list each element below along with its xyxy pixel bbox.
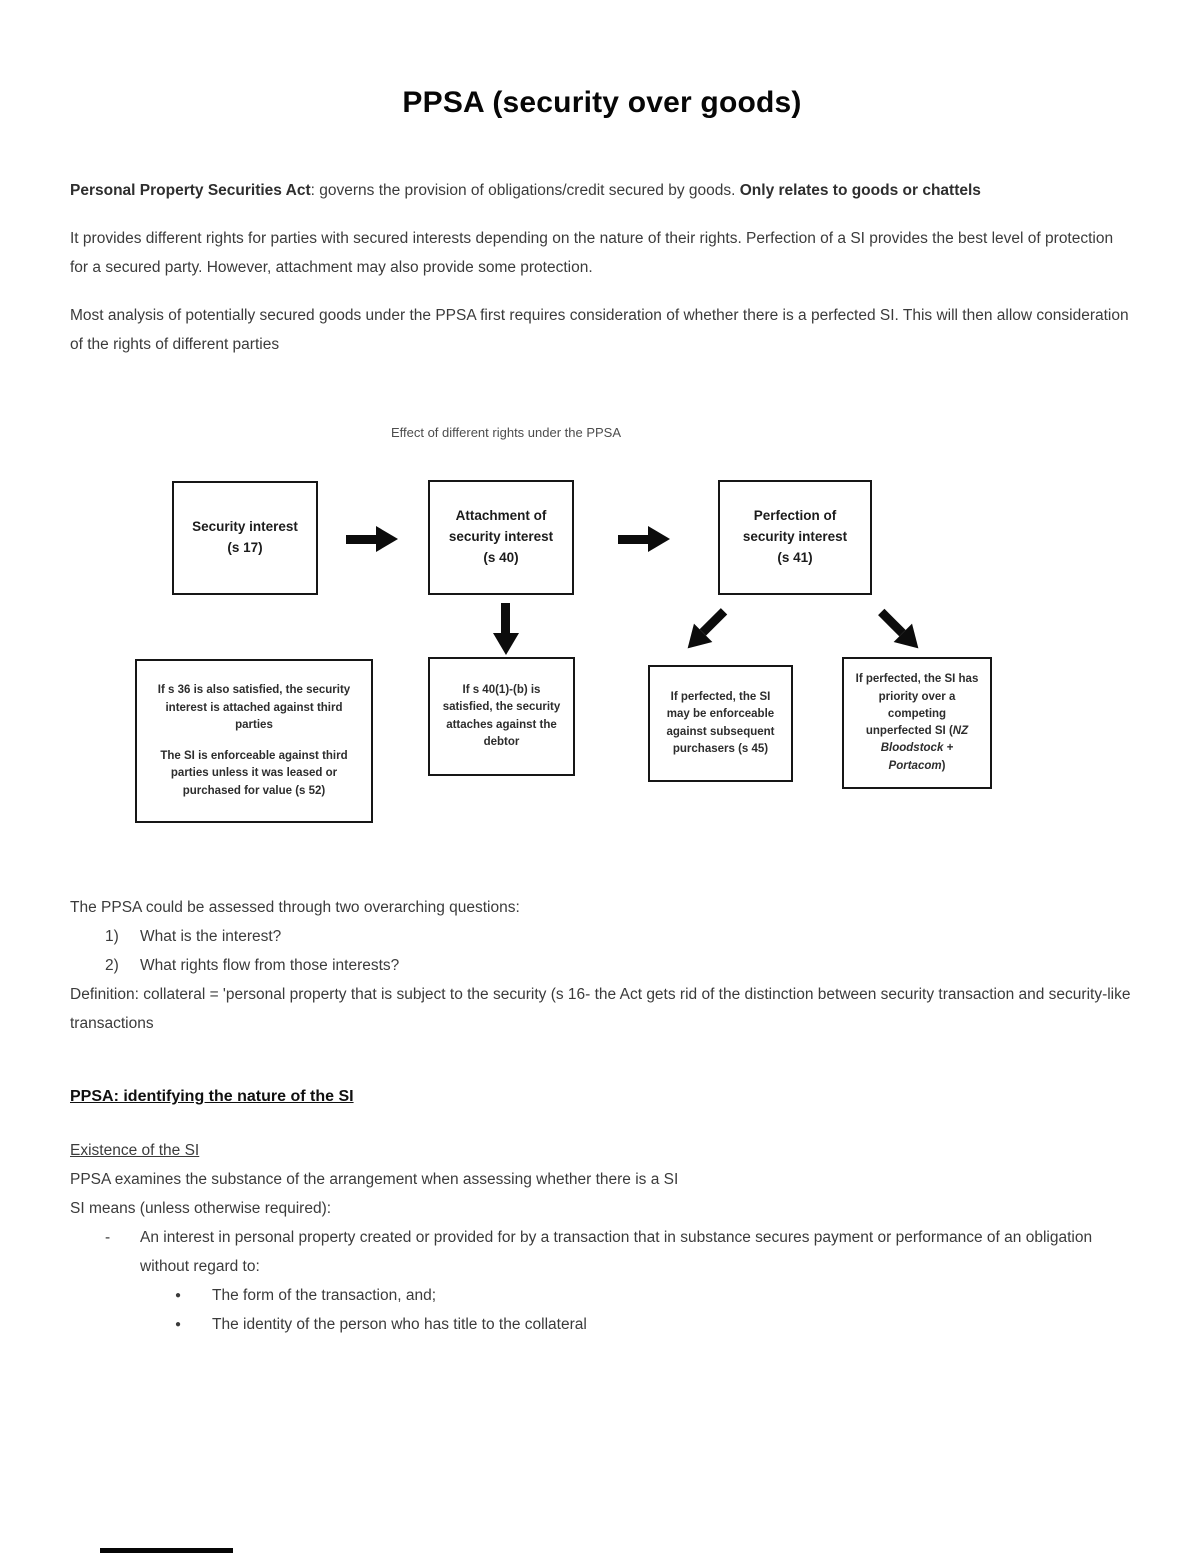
intro-paragraph-2: It provides different rights for parties… <box>70 230 1114 276</box>
question-2-number: 2) <box>105 957 119 974</box>
si-means-dash-item: - An interest in personal property creat… <box>70 1223 1134 1281</box>
si-means-bullet-1: ● The form of the transaction, and; <box>70 1281 1134 1310</box>
priority-case-names: NZ Bloodstock + Portacom <box>880 725 969 772</box>
bullet-icon: ● <box>175 1319 182 1330</box>
flowchart-box-attachment: Attachment of security interest (s 40) <box>428 480 574 595</box>
question-item-1: 1) What is the interest? <box>70 922 1134 951</box>
arrow-down-icon <box>493 603 519 655</box>
questions-intro: The PPSA could be assessed through two o… <box>70 899 520 916</box>
existence-body: PPSA examines the substance of the arran… <box>70 1171 679 1188</box>
flowchart-box-perfection: Perfection of security interest (s 41) <box>718 480 872 595</box>
priority-text-lead: If perfected, the SI has priority over a… <box>855 673 979 737</box>
arrow-down-left-icon <box>678 602 733 658</box>
bullet-2-text: The identity of the person who has title… <box>212 1316 587 1333</box>
arrow-shaft <box>501 603 511 633</box>
question-1-number: 1) <box>105 928 119 945</box>
priority-text-tail: ) <box>941 759 946 772</box>
arrow-down-right-icon <box>872 602 928 658</box>
intro-paragraph-1: Personal Property Securities Act: govern… <box>70 176 1134 205</box>
flowchart-box-s40: If s 40(1)-(b) is satisfied, the securit… <box>428 657 575 776</box>
bullet-1-text: The form of the transaction, and; <box>212 1287 437 1304</box>
flowchart-box-priority-text: If perfected, the SI has priority over a… <box>854 671 980 775</box>
arrow-head <box>376 526 398 552</box>
si-means-intro: SI means (unless otherwise required): <box>70 1200 332 1217</box>
flowchart-box-security-interest: Security interest (s 17) <box>172 481 318 595</box>
arrow-shaft <box>699 608 728 637</box>
arrow-shaft <box>346 534 376 544</box>
arrow-right-icon <box>618 526 670 552</box>
arrow-head <box>648 526 670 552</box>
intro-p1-bold-lead: Personal Property Securities Act <box>70 182 311 199</box>
intro-p1-body: : governs the provision of obligations/c… <box>310 182 740 199</box>
flowchart-box-priority: If perfected, the SI has priority over a… <box>842 657 992 789</box>
arrow-shaft <box>618 534 648 544</box>
dash-item-text: An interest in personal property created… <box>140 1229 1093 1275</box>
dash-marker: - <box>105 1229 111 1246</box>
question-item-2: 2) What rights flow from those interests… <box>70 951 1134 980</box>
next-section-cutoff-bar <box>100 1548 233 1553</box>
arrow-head <box>493 633 519 655</box>
intro-p1-bold-tail: Only relates to goods or chattels <box>739 182 981 199</box>
ppsa-flowchart: Effect of different rights under the PPS… <box>70 415 1134 847</box>
arrow-right-icon <box>346 526 398 552</box>
page-title: PPSA (security over goods) <box>402 86 802 119</box>
flowchart-box-s36: If s 36 is also satisfied, the security … <box>135 659 373 823</box>
flowchart-box-s36-paragraph-2: The SI is enforceable against third part… <box>160 750 348 797</box>
si-means-bullet-2: ● The identity of the person who has tit… <box>70 1310 1134 1339</box>
flowchart-box-s36-paragraph-1: If s 36 is also satisfied, the security … <box>157 684 351 731</box>
section-heading-nature: PPSA: identifying the nature of the SI <box>70 1088 354 1105</box>
question-2-text: What rights flow from those interests? <box>140 957 400 974</box>
definition-paragraph: Definition: collateral = 'personal prope… <box>70 986 1131 1032</box>
subheading-existence: Existence of the SI <box>70 1142 200 1159</box>
intro-paragraph-3: Most analysis of potentially secured goo… <box>70 307 1129 353</box>
question-1-text: What is the interest? <box>140 928 282 945</box>
bullet-icon: ● <box>175 1290 182 1301</box>
flowchart-box-s45: If perfected, the SI may be enforceable … <box>648 665 793 782</box>
flowchart-caption: Effect of different rights under the PPS… <box>390 425 622 440</box>
